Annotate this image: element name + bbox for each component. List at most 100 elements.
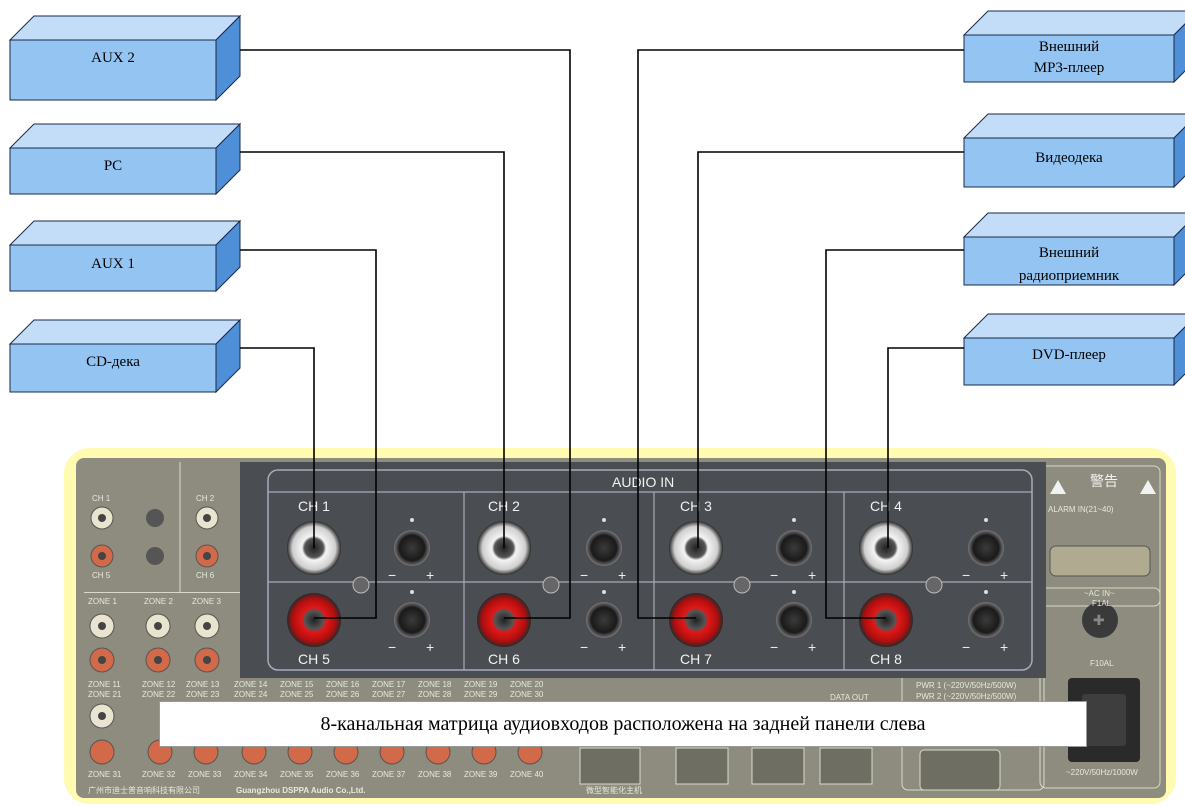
svg-text:ZONE 20: ZONE 20 — [510, 680, 544, 689]
svg-text:ZONE 22: ZONE 22 — [142, 690, 176, 699]
ch7-jack — [669, 593, 723, 647]
svg-text:✚: ✚ — [1093, 614, 1105, 629]
svg-text:радиоприемник: радиоприемник — [1019, 268, 1120, 284]
svg-text:ALARM IN(21~40): ALARM IN(21~40) — [1048, 505, 1114, 514]
device-pc: PC — [10, 124, 240, 194]
ch6-label: CH 6 — [488, 651, 520, 667]
svg-text:Внешний: Внешний — [1039, 245, 1099, 261]
svg-text:ZONE 11: ZONE 11 — [88, 680, 121, 689]
svg-text:+: + — [808, 567, 816, 583]
svg-text:ZONE 36: ZONE 36 — [326, 770, 360, 779]
svg-text:−: − — [580, 639, 588, 655]
svg-text:ZONE 29: ZONE 29 — [464, 690, 498, 699]
audio-in-title: AUDIO IN — [612, 474, 674, 490]
svg-text:ZONE 33: ZONE 33 — [188, 770, 222, 779]
svg-text:警告: 警告 — [1090, 473, 1118, 489]
ch8-label: CH 8 — [870, 651, 902, 667]
svg-text:ZONE 17: ZONE 17 — [372, 680, 406, 689]
svg-text:CD-дека: CD-дека — [86, 354, 140, 370]
svg-text:ZONE 16: ZONE 16 — [326, 680, 360, 689]
ch3-label: CH 3 — [680, 498, 712, 514]
svg-text:−: − — [580, 567, 588, 583]
svg-text:ZONE 14: ZONE 14 — [234, 680, 268, 689]
svg-text:−: − — [388, 639, 396, 655]
device-mp3: Внешний MP3-плеер — [964, 11, 1185, 82]
svg-text:ZONE 40: ZONE 40 — [510, 770, 544, 779]
device-boxes-right: Внешний MP3-плеер Видеодека Внешний ради… — [964, 11, 1185, 385]
svg-text:−: − — [962, 639, 970, 655]
svg-text:AUX 1: AUX 1 — [91, 256, 135, 272]
svg-text:PC: PC — [104, 158, 122, 174]
svg-text:+: + — [618, 567, 626, 583]
svg-text:−: − — [770, 567, 778, 583]
ch8-jack — [859, 593, 913, 647]
svg-text:ZONE 27: ZONE 27 — [372, 690, 406, 699]
svg-text:ZONE 25: ZONE 25 — [280, 690, 314, 699]
svg-text:CH 6: CH 6 — [196, 571, 215, 580]
svg-text:Видеодека: Видеодека — [1035, 150, 1103, 166]
device-radio: Внешний радиоприемник — [964, 213, 1185, 285]
ch4-jack — [859, 521, 913, 575]
svg-text:+: + — [808, 639, 816, 655]
ch6-jack — [477, 593, 531, 647]
svg-text:ZONE 1: ZONE 1 — [88, 597, 117, 606]
device-aux2: AUX 2 — [10, 16, 240, 100]
audio-in-panel: AUDIO IN — [240, 462, 1046, 678]
svg-text:PWR 1 (~220V/50Hz/500W): PWR 1 (~220V/50Hz/500W) — [916, 681, 1017, 690]
svg-text:ZONE 35: ZONE 35 — [280, 770, 314, 779]
ch7-label: CH 7 — [680, 651, 712, 667]
svg-text:Внешний: Внешний — [1039, 39, 1099, 55]
svg-text:CH 2: CH 2 — [196, 494, 215, 503]
ch5-label: CH 5 — [298, 651, 330, 667]
svg-text:DVD-плеер: DVD-плеер — [1032, 347, 1106, 363]
svg-text:F1AL: F1AL — [1092, 599, 1112, 608]
svg-text:ZONE 37: ZONE 37 — [372, 770, 406, 779]
svg-text:ZONE 21: ZONE 21 — [88, 690, 122, 699]
svg-text:+: + — [1000, 567, 1008, 583]
svg-text:ZONE 31: ZONE 31 — [88, 770, 122, 779]
svg-text:ZONE 2: ZONE 2 — [144, 597, 173, 606]
svg-text:微型智能化主机: 微型智能化主机 — [586, 785, 642, 795]
device-video: Видеодека — [964, 114, 1185, 187]
svg-text:ZONE 18: ZONE 18 — [418, 680, 452, 689]
svg-text:F10AL: F10AL — [1090, 659, 1114, 668]
svg-text:ZONE 38: ZONE 38 — [418, 770, 452, 779]
svg-text:ZONE 13: ZONE 13 — [186, 680, 220, 689]
svg-text:ZONE 12: ZONE 12 — [142, 680, 176, 689]
svg-text:广州市迪士普音响科技有限公司: 广州市迪士普音响科技有限公司 — [88, 785, 200, 795]
svg-text:−: − — [770, 639, 778, 655]
ch4-label: CH 4 — [870, 498, 902, 514]
svg-text:ZONE 32: ZONE 32 — [142, 770, 176, 779]
svg-text:ZONE 3: ZONE 3 — [192, 597, 221, 606]
svg-text:AUX 2: AUX 2 — [91, 50, 135, 66]
device-boxes-left: AUX 2 PC AUX 1 CD-дека — [10, 16, 240, 392]
ch3-jack — [669, 521, 723, 575]
device-cd: CD-дека — [10, 320, 240, 392]
svg-text:+: + — [1000, 639, 1008, 655]
caption-box: 8-канальная матрица аудиовходов располож… — [159, 701, 1087, 747]
svg-text:MP3-плеер: MP3-плеер — [1034, 60, 1105, 76]
svg-text:ZONE 28: ZONE 28 — [418, 690, 452, 699]
svg-text:ZONE 19: ZONE 19 — [464, 680, 498, 689]
svg-text:ZONE 39: ZONE 39 — [464, 770, 498, 779]
svg-text:+: + — [426, 567, 434, 583]
svg-text:ZONE 26: ZONE 26 — [326, 690, 360, 699]
svg-text:~AC IN~: ~AC IN~ — [1084, 589, 1115, 598]
svg-text:ZONE 23: ZONE 23 — [186, 690, 220, 699]
svg-text:+: + — [426, 639, 434, 655]
svg-text:ZONE 15: ZONE 15 — [280, 680, 314, 689]
svg-text:−: − — [962, 567, 970, 583]
svg-text:~220V/50Hz/1000W: ~220V/50Hz/1000W — [1066, 768, 1138, 777]
svg-text:CH 1: CH 1 — [92, 494, 111, 503]
svg-text:ZONE 34: ZONE 34 — [234, 770, 268, 779]
svg-text:−: − — [388, 567, 396, 583]
svg-text:ZONE 24: ZONE 24 — [234, 690, 268, 699]
svg-text:Guangzhou DSPPA Audio Co.,Ltd.: Guangzhou DSPPA Audio Co.,Ltd. — [236, 786, 365, 795]
svg-text:CH 5: CH 5 — [92, 571, 111, 580]
device-aux1: AUX 1 — [10, 221, 240, 291]
device-dvd: DVD-плеер — [964, 314, 1185, 385]
svg-text:PWR 2 (~220V/50Hz/500W): PWR 2 (~220V/50Hz/500W) — [916, 692, 1017, 701]
ch5-jack — [287, 593, 341, 647]
svg-text:ZONE 30: ZONE 30 — [510, 690, 544, 699]
